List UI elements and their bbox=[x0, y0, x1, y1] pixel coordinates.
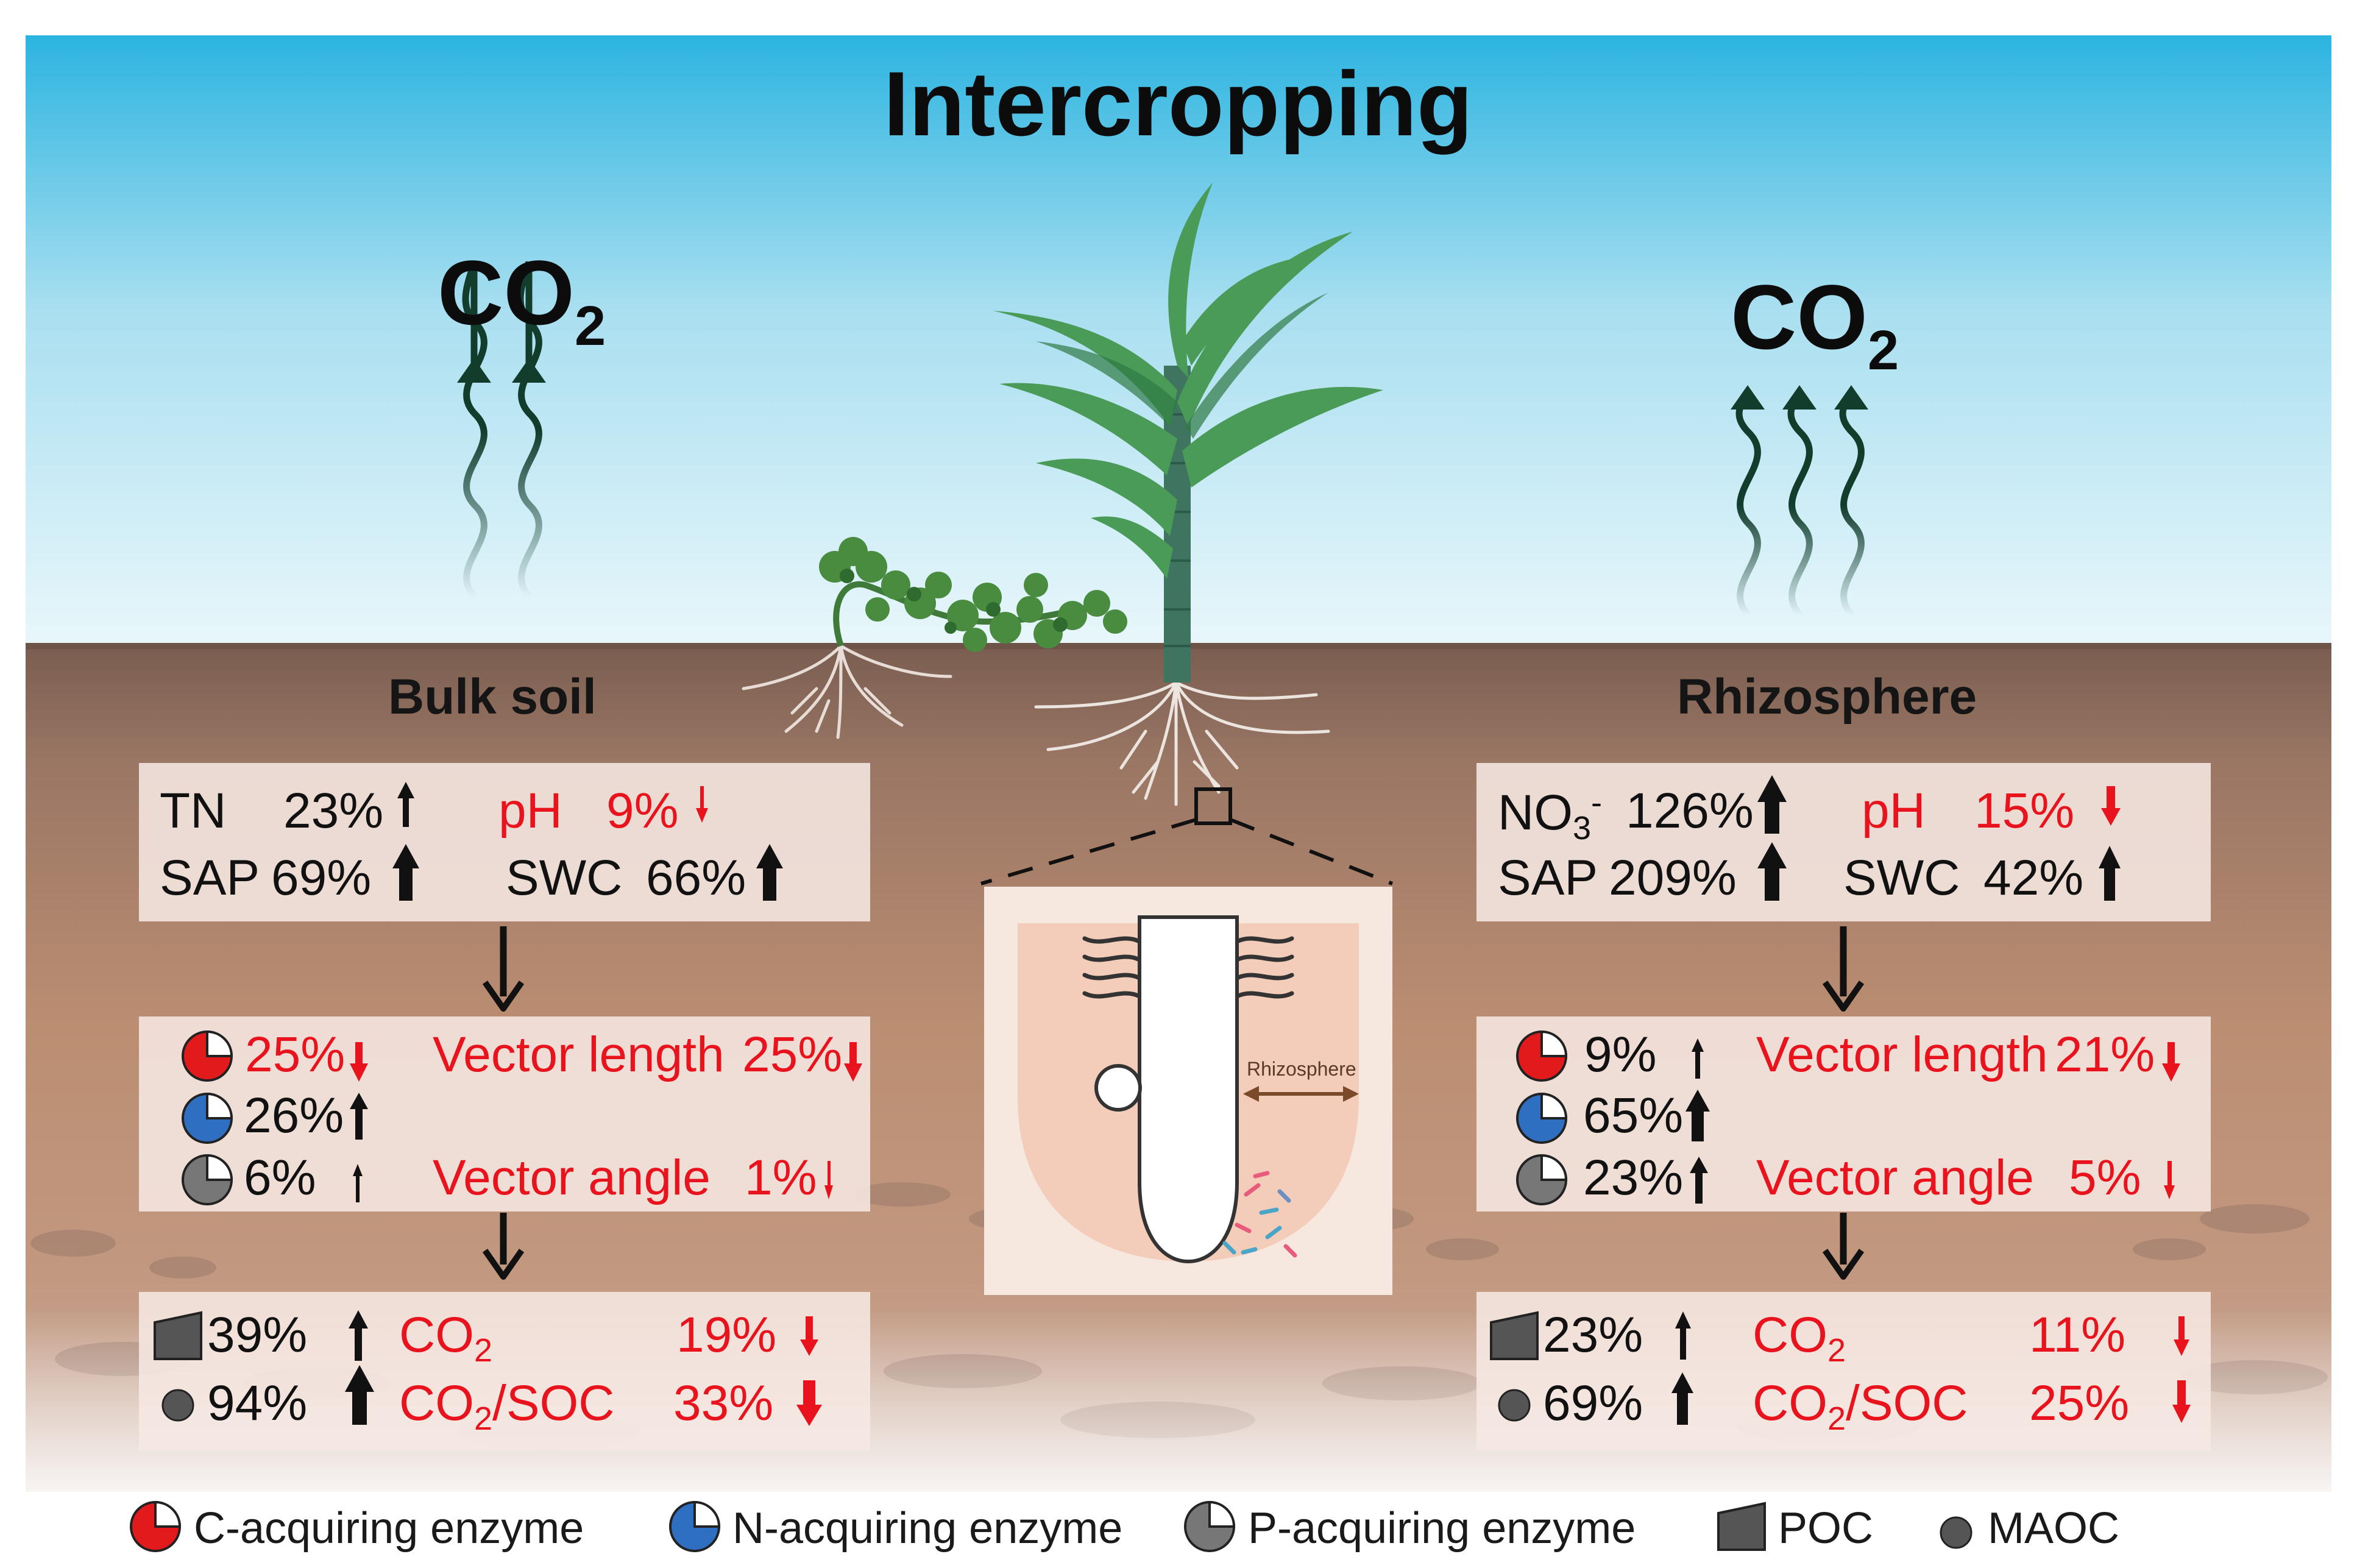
bulk-co2-value: 19% bbox=[676, 1307, 777, 1363]
rhizo-poc-value: 23% bbox=[1543, 1307, 1643, 1363]
bulk-co2-soc-tail: /SOC bbox=[492, 1375, 615, 1431]
bulk-carbon-box bbox=[139, 1292, 870, 1450]
bulk-tn-label: TN bbox=[160, 783, 227, 839]
rhizo-vector-length-label: Vector length bbox=[1756, 1027, 2048, 1082]
bulk-maoc-value: 94% bbox=[207, 1375, 308, 1431]
bulk-vector-length-value: 25% bbox=[742, 1027, 843, 1082]
rhizo-no3-sub: 3 bbox=[1573, 810, 1592, 846]
bulk-soil-heading: Bulk soil bbox=[388, 669, 597, 725]
rhizo-co2-main: CO bbox=[1753, 1307, 1827, 1363]
bulk-co2-sub: 2 bbox=[474, 1332, 493, 1369]
bulk-soil-properties-box bbox=[139, 763, 870, 921]
rhizo-co2-soc-value: 25% bbox=[2029, 1375, 2130, 1431]
rhizo-co2-soc-tail: /SOC bbox=[1846, 1375, 1968, 1431]
inset-rhizosphere-label: Rhizosphere bbox=[1247, 1058, 1356, 1080]
bulk-ph-label: pH bbox=[498, 783, 562, 839]
rhizo-swc-value: 42% bbox=[1983, 850, 2084, 906]
rhizo-no3-main: NO bbox=[1498, 785, 1573, 840]
rhizosphere-heading: Rhizosphere bbox=[1677, 669, 1977, 725]
maize-plant-illustration bbox=[993, 183, 1383, 806]
co2-label-right-sub: 2 bbox=[1868, 319, 1899, 381]
co2-label-left-main: CO bbox=[438, 241, 575, 344]
rhizo-no3-sup: - bbox=[1591, 784, 1603, 821]
legend-maoc-label: MAOC bbox=[1988, 1504, 2119, 1553]
legend-p-enzyme-label: P-acquiring enzyme bbox=[1248, 1504, 1636, 1553]
bulk-tn-value: 23% bbox=[283, 783, 384, 839]
bulk-enzyme-box bbox=[139, 1016, 870, 1211]
bulk-co2-soc-sub: 2 bbox=[474, 1400, 493, 1437]
rhizo-sap-label: SAP bbox=[1498, 850, 1598, 906]
rhizo-co2-label: CO2 bbox=[1753, 1307, 1846, 1369]
rhizosphere-inset bbox=[984, 887, 1392, 1295]
bulk-swc-value: 66% bbox=[646, 850, 746, 906]
rhizo-co2-soc-sub: 2 bbox=[1827, 1400, 1846, 1437]
rhizo-maoc-value: 69% bbox=[1543, 1375, 1643, 1431]
bulk-vector-angle-value: 1% bbox=[745, 1150, 817, 1205]
bulk-ph-value: 9% bbox=[606, 783, 679, 839]
bulk-c-enzyme-value: 25% bbox=[245, 1027, 346, 1082]
rhizo-carbon-box bbox=[1476, 1292, 2211, 1450]
bulk-p-enzyme-value: 6% bbox=[244, 1150, 316, 1205]
rhizo-p-enzyme-value: 23% bbox=[1583, 1150, 1684, 1205]
rhizo-soil-properties-box bbox=[1476, 763, 2211, 921]
bulk-vector-angle-label: Vector angle bbox=[433, 1150, 711, 1205]
bulk-vector-length-label: Vector length bbox=[433, 1027, 725, 1082]
co2-emission-arrows-left bbox=[462, 261, 542, 601]
co2-label-right-main: CO bbox=[1731, 266, 1868, 368]
legend-c-enzyme-label: C-acquiring enzyme bbox=[194, 1504, 584, 1553]
legend-poc-label: POC bbox=[1778, 1504, 1874, 1553]
co2-label-right: CO2 bbox=[1731, 271, 1899, 378]
bulk-swc-label: SWC bbox=[506, 850, 623, 906]
flow-arrows bbox=[500, 926, 1847, 1265]
bulk-co2-main: CO bbox=[399, 1307, 474, 1363]
bulk-sap-label: SAP bbox=[160, 850, 260, 906]
bulk-co2-soc-main: CO bbox=[399, 1375, 474, 1431]
rhizo-swc-label: SWC bbox=[1843, 850, 1960, 906]
zoom-marker bbox=[1194, 787, 1232, 825]
rhizo-co2-soc-main: CO bbox=[1753, 1375, 1827, 1431]
bulk-poc-value: 39% bbox=[207, 1307, 308, 1363]
bulk-n-enzyme-value: 26% bbox=[244, 1088, 344, 1143]
legume-plant-illustration bbox=[742, 537, 1127, 739]
rhizo-no3-label: NO3- bbox=[1498, 786, 1602, 845]
rhizo-co2-value: 11% bbox=[2029, 1307, 2126, 1363]
rhizo-vector-angle-value: 5% bbox=[2069, 1150, 2141, 1205]
rhizo-vector-angle-label: Vector angle bbox=[1756, 1150, 2034, 1205]
rhizo-n-enzyme-value: 65% bbox=[1583, 1088, 1684, 1143]
rhizo-ph-value: 15% bbox=[1974, 783, 2075, 839]
diagram-title: Intercropping bbox=[884, 52, 1473, 155]
rhizo-vector-length-value: 21% bbox=[2055, 1027, 2155, 1082]
rhizo-enzyme-box bbox=[1476, 1016, 2211, 1211]
bulk-co2-soc-label: CO2/SOC bbox=[399, 1375, 615, 1437]
rhizo-sap-value: 209% bbox=[1609, 850, 1737, 906]
rhizo-ph-label: pH bbox=[1862, 783, 1926, 839]
bulk-co2-soc-value: 33% bbox=[673, 1375, 774, 1431]
bulk-sap-value: 69% bbox=[271, 850, 372, 906]
co2-label-left-sub: 2 bbox=[575, 295, 606, 357]
rhizo-co2-sub: 2 bbox=[1827, 1332, 1846, 1369]
zoom-lines bbox=[980, 818, 1394, 885]
legend-n-enzyme-label: N-acquiring enzyme bbox=[732, 1504, 1123, 1553]
rhizo-co2-soc-label: CO2/SOC bbox=[1753, 1375, 1968, 1437]
bulk-co2-label: CO2 bbox=[399, 1307, 493, 1369]
rhizo-c-enzyme-value: 9% bbox=[1584, 1027, 1657, 1082]
rhizo-no3-value: 126% bbox=[1626, 783, 1754, 839]
co2-emission-arrows-right bbox=[1735, 392, 1865, 619]
co2-label-left: CO2 bbox=[438, 247, 606, 354]
